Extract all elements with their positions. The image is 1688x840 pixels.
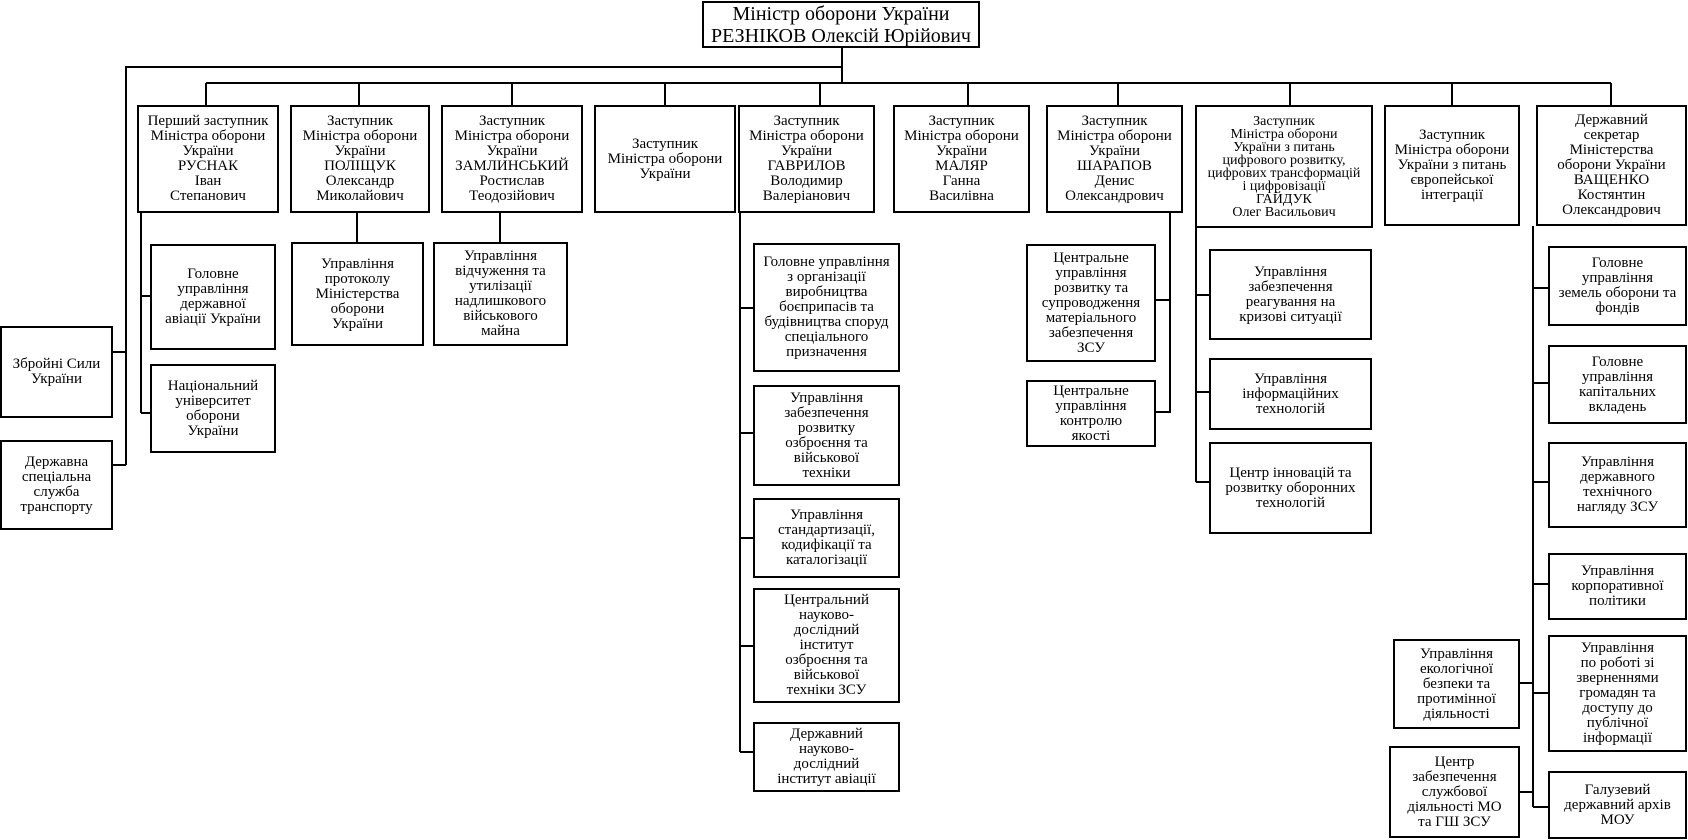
ammunition-directorate-label: Головне управління з організації виробни… [763, 254, 890, 360]
ecological-safety-label: Управління екологічної безпеки та протим… [1417, 645, 1496, 722]
crisis-response-label: Управління забезпечення реагування на кр… [1239, 263, 1342, 325]
minister-box: Міністр оборони України РЕЗНІКОВ Олексій… [702, 1, 980, 48]
state-secretary-box: Державний секретар Міністерства оборони … [1536, 105, 1687, 226]
quality-control-box: Центральне управління контролю якості [1026, 380, 1156, 447]
innovation-center-box: Центр інновацій та розвитку оборонних те… [1209, 442, 1372, 534]
materiel-support-box: Центральне управління розвитку та супров… [1026, 244, 1156, 362]
citizen-appeals-box: Управління по роботі зі зверненнями гром… [1548, 635, 1687, 752]
innovation-center-label: Центр інновацій та розвитку оборонних те… [1225, 464, 1356, 511]
deputy-sharapov-box: Заступник Міністра оборони України ШАРАП… [1046, 105, 1183, 213]
state-archive-label: Галузевий державний архів МОУ [1564, 781, 1671, 828]
corporate-policy-label: Управління корпоративної політики [1571, 563, 1664, 609]
armed-forces-label: Збройні Сили України [12, 356, 101, 387]
information-technology-label: Управління інформаційних технологій [1242, 370, 1339, 417]
technical-supervision-box: Управління державного технічного нагляду… [1548, 442, 1687, 528]
deputy-polishchuk-box: Заступник Міністра оборони України ПОЛІЩ… [290, 105, 430, 213]
surplus-property-label: Управління відчуження та утилізації надл… [454, 248, 547, 339]
central-research-institute-label: Центральний науково- дослідний інститут … [784, 592, 869, 698]
protocol-directorate-box: Управління протоколу Міністерства оборон… [291, 242, 424, 346]
aviation-institute-box: Державний науково- дослідний інститут ав… [753, 722, 900, 792]
service-support-center-box: Центр забезпечення службової діяльності … [1389, 746, 1520, 838]
deputy-vacant-label: Заступник Міністра оборони України [607, 135, 723, 182]
technical-supervision-label: Управління державного технічного нагляду… [1576, 454, 1659, 515]
materiel-support-label: Центральне управління розвитку та супров… [1041, 249, 1141, 356]
defense-lands-label: Головне управління земель оборони та фон… [1558, 255, 1677, 316]
deputy-havrylov-label: Заступник Міністра оборони України ГАВРИ… [749, 113, 864, 204]
aviation-directorate-label: Головне управління державної авіації Укр… [165, 266, 261, 327]
defense-lands-box: Головне управління земель оборони та фон… [1548, 246, 1687, 326]
deputy-rusnak-box: Перший заступник Міністра оборони Україн… [137, 105, 279, 213]
deputy-havrylov-box: Заступник Міністра оборони України ГАВРИ… [738, 105, 875, 213]
state-secretary-label: Державний секретар Міністерства оборони … [1557, 112, 1666, 218]
information-technology-box: Управління інформаційних технологій [1209, 358, 1372, 430]
corporate-policy-box: Управління корпоративної політики [1548, 553, 1687, 620]
state-archive-box: Галузевий державний архів МОУ [1548, 771, 1687, 839]
deputy-eurointegration-box: Заступник Міністра оборони України з пит… [1384, 105, 1520, 226]
surplus-property-box: Управління відчуження та утилізації надл… [433, 242, 568, 346]
ammunition-directorate-box: Головне управління з організації виробни… [753, 243, 900, 372]
defense-university-box: Національний університет оборони України [150, 364, 276, 453]
service-support-center-label: Центр забезпечення службової діяльності … [1407, 753, 1502, 830]
quality-control-label: Центральне управління контролю якості [1053, 382, 1129, 444]
deputy-haiduk-label: Заступник Міністра оборони України з пит… [1207, 113, 1361, 220]
weapons-development-label: Управління забезпечення розвитку озброєн… [784, 389, 869, 481]
transport-service-box: Державна спеціальна служба транспорту [0, 440, 113, 530]
armed-forces-box: Збройні Сили України [0, 326, 113, 418]
capital-investment-label: Головне управління капітальних вкладень [1578, 353, 1657, 415]
deputy-vacant-box: Заступник Міністра оборони України [594, 105, 736, 213]
standardization-label: Управління стандартизації, кодифікації т… [778, 507, 875, 568]
deputy-eurointegration-label: Заступник Міністра оборони України з пит… [1394, 127, 1510, 203]
standardization-box: Управління стандартизації, кодифікації т… [753, 498, 900, 578]
deputy-maliar-label: Заступник Міністра оборони України МАЛЯР… [904, 113, 1019, 204]
deputy-zamlynskyi-box: Заступник Міністра оборони України ЗАМЛИ… [441, 105, 583, 213]
defense-university-label: Національний університет оборони України [167, 377, 259, 439]
crisis-response-box: Управління забезпечення реагування на кр… [1209, 249, 1372, 340]
citizen-appeals-label: Управління по роботі зі зверненнями гром… [1576, 640, 1659, 746]
deputy-polishchuk-label: Заступник Міністра оборони України ПОЛІЩ… [302, 113, 418, 204]
protocol-directorate-label: Управління протоколу Міністерства оборон… [315, 255, 400, 332]
transport-service-label: Державна спеціальна служба транспорту [20, 454, 93, 515]
deputy-rusnak-label: Перший заступник Міністра оборони Україн… [147, 113, 269, 204]
deputy-zamlynskyi-label: Заступник Міністра оборони України ЗАМЛИ… [454, 113, 570, 204]
aviation-directorate-box: Головне управління державної авіації Укр… [150, 244, 276, 350]
central-research-institute-box: Центральний науково- дослідний інститут … [753, 588, 900, 703]
weapons-development-box: Управління забезпечення розвитку озброєн… [753, 385, 900, 486]
deputy-maliar-box: Заступник Міністра оборони України МАЛЯР… [893, 105, 1030, 213]
aviation-institute-label: Державний науково- дослідний інститут ав… [777, 726, 876, 787]
deputy-sharapov-label: Заступник Міністра оборони України ШАРАП… [1057, 113, 1172, 204]
minister-label: Міністр оборони України РЕЗНІКОВ Олексій… [710, 2, 971, 47]
capital-investment-box: Головне управління капітальних вкладень [1548, 345, 1687, 424]
ecological-safety-box: Управління екологічної безпеки та протим… [1393, 639, 1520, 729]
deputy-haiduk-box: Заступник Міністра оборони України з пит… [1195, 105, 1373, 228]
